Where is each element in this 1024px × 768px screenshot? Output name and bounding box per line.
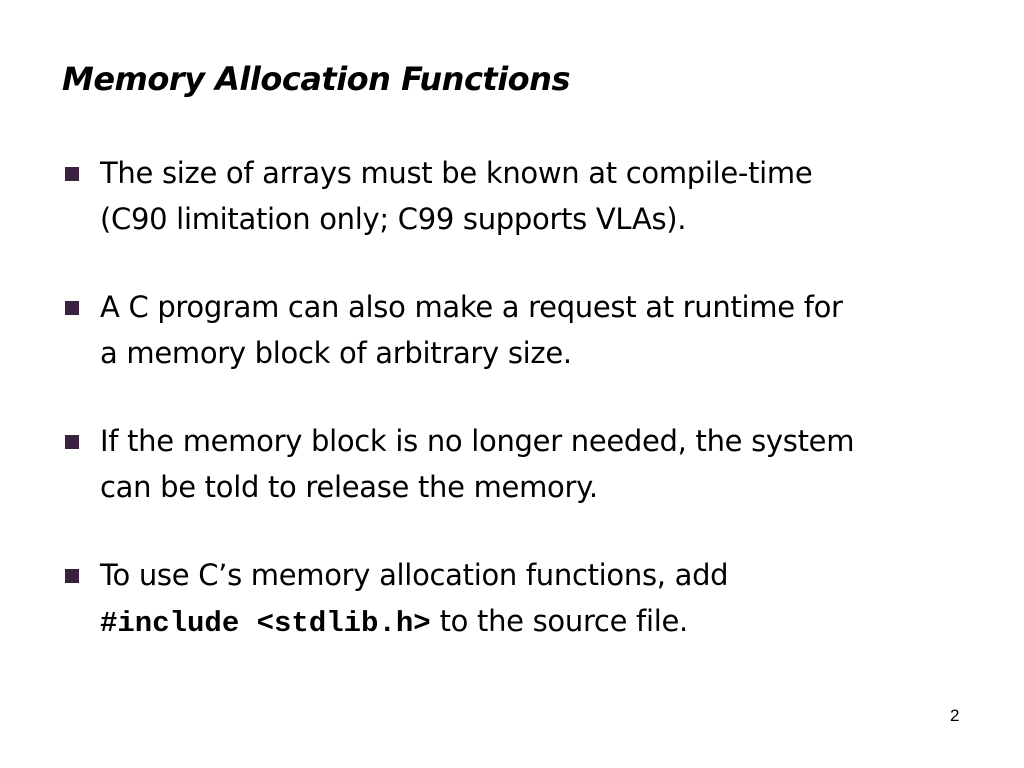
bullet-text-line-mixed: #include <stdlib.h> to the source file. (100, 598, 984, 647)
bullet-text-line: can be told to release the memory. (100, 470, 598, 504)
bullet-text-line: To use C’s memory allocation functions, … (100, 558, 729, 592)
bullet-item-include-stdlib: To use C’s memory allocation functions, … (0, 552, 1024, 647)
bullet-list: The size of arrays must be known at comp… (0, 150, 1024, 689)
square-bullet-icon (65, 167, 79, 181)
bullet-item-release-memory: If the memory block is no longer needed,… (0, 418, 1024, 510)
bullet-item-array-size: The size of arrays must be known at comp… (0, 150, 1024, 242)
square-bullet-icon (65, 435, 79, 449)
bullet-text-fragment: to the source file. (430, 604, 689, 638)
bullet-text-line: a memory block of arbitrary size. (100, 336, 572, 370)
square-bullet-icon (65, 569, 79, 583)
bullet-text-line: A C program can also make a request at r… (100, 290, 843, 324)
bullet-item-runtime-request: A C program can also make a request at r… (0, 284, 1024, 376)
bullet-text-line: If the memory block is no longer needed,… (100, 424, 855, 458)
bullet-text-line: The size of arrays must be known at comp… (100, 156, 813, 190)
square-bullet-icon (65, 301, 79, 315)
slide-title: Memory Allocation Functions (62, 60, 570, 98)
page-number: 2 (950, 706, 960, 725)
include-directive-code: #include <stdlib.h> (100, 607, 431, 640)
bullet-text-line: (C90 limitation only; C99 supports VLAs)… (100, 202, 687, 236)
